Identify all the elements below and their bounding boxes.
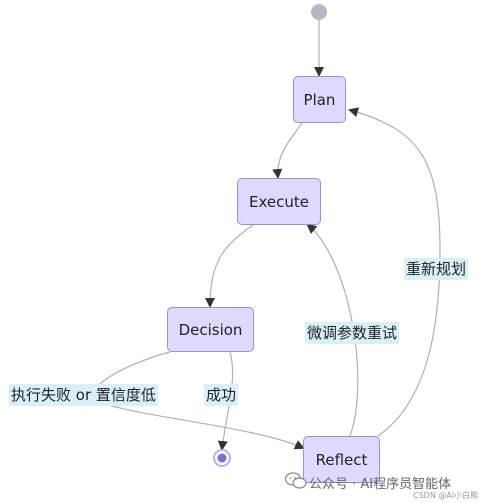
node-decision[interactable]: Decision [167, 307, 254, 352]
watermark-brand: 公众号 · AI程序员智能体 [309, 477, 452, 492]
edge-reflect-plan [348, 107, 441, 437]
edge-plan-execute [272, 122, 303, 179]
edge-label-fail: 执行失败 or 置信度低 [9, 384, 158, 406]
node-execute-label: Execute [249, 192, 309, 211]
watermark-source: CSDN @AI小白熊 [413, 491, 479, 500]
edge-label-success: 成功 [204, 384, 239, 406]
edge-label-retune: 微调参数重试 [305, 322, 400, 344]
wechat-icon [285, 472, 307, 489]
node-execute[interactable]: Execute [237, 178, 321, 225]
node-plan-label: Plan [303, 90, 336, 109]
node-reflect-label: Reflect [315, 450, 368, 469]
edge-label-replan: 重新规划 [404, 258, 469, 280]
node-reflect[interactable]: Reflect [303, 436, 380, 483]
start-state [311, 4, 327, 20]
node-decision-label: Decision [178, 320, 243, 339]
end-state-inner [217, 453, 227, 463]
node-plan[interactable]: Plan [293, 76, 346, 123]
edge-execute-decision [205, 224, 254, 308]
